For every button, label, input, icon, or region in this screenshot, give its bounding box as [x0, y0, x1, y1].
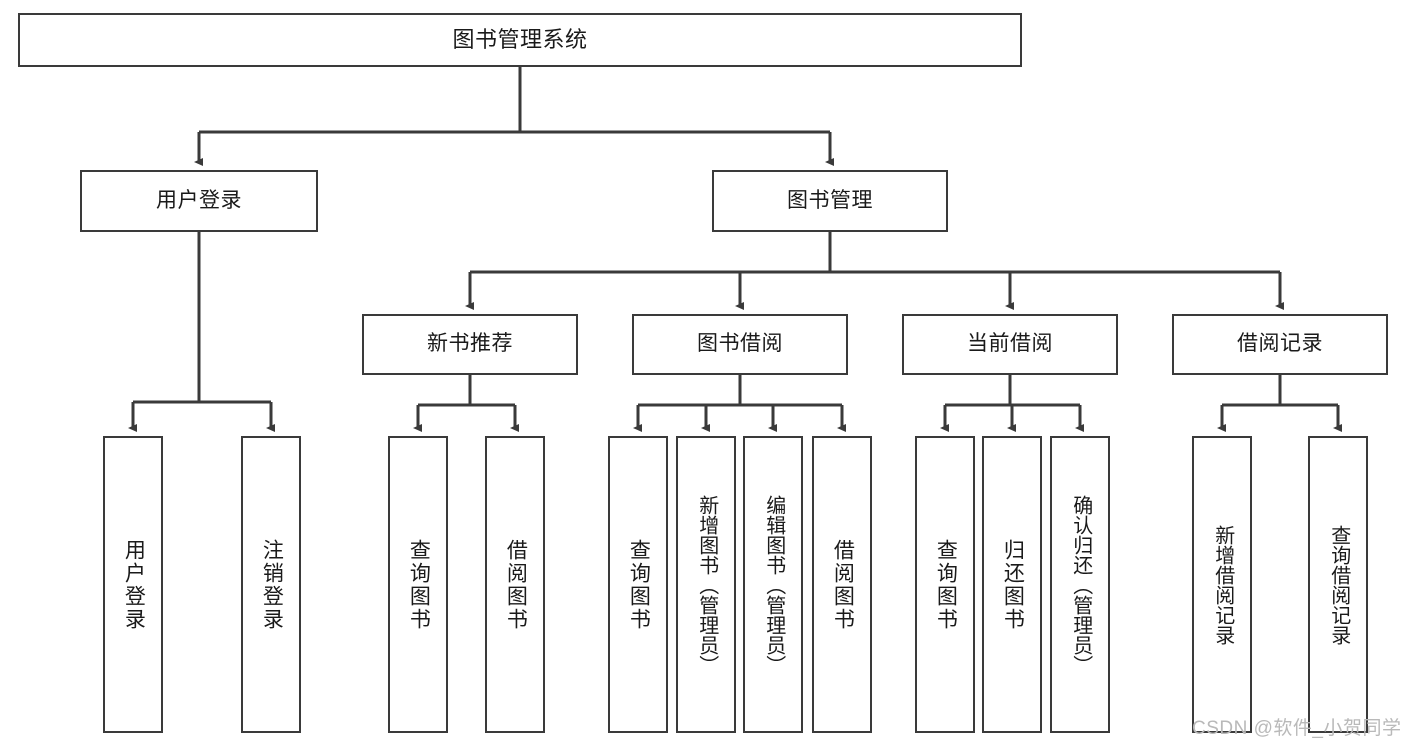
- node-new-book-recommend[interactable]: 新书推荐: [362, 314, 578, 375]
- node-user-login[interactable]: 用户登录: [80, 170, 318, 232]
- leaf-new-book-query[interactable]: 查询图书: [388, 436, 448, 733]
- node-book-management[interactable]: 图书管理: [712, 170, 948, 232]
- leaf-borrow-record-add[interactable]: 新增借阅记录: [1192, 436, 1252, 733]
- leaf-user-login-signout[interactable]: 注销登录: [241, 436, 301, 733]
- leaf-book-borrow-lend[interactable]: 借阅图书: [812, 436, 872, 733]
- leaf-borrow-record-query[interactable]: 查询借阅记录: [1308, 436, 1368, 733]
- node-book-borrow[interactable]: 图书借阅: [632, 314, 848, 375]
- leaf-user-login-signin[interactable]: 用户登录: [103, 436, 163, 733]
- leaf-book-borrow-add[interactable]: 新增图书（管理员）: [676, 436, 736, 733]
- node-borrow-record[interactable]: 借阅记录: [1172, 314, 1388, 375]
- node-current-borrow[interactable]: 当前借阅: [902, 314, 1118, 375]
- node-root-system[interactable]: 图书管理系统: [18, 13, 1022, 67]
- leaf-current-borrow-query[interactable]: 查询图书: [915, 436, 975, 733]
- watermark-credit: CSDN @软件_小贺同学: [1192, 718, 1402, 739]
- leaf-current-borrow-confirm[interactable]: 确认归还（管理员）: [1050, 436, 1110, 733]
- leaf-new-book-borrow[interactable]: 借阅图书: [485, 436, 545, 733]
- leaf-book-borrow-edit[interactable]: 编辑图书（管理员）: [743, 436, 803, 733]
- leaf-book-borrow-query[interactable]: 查询图书: [608, 436, 668, 733]
- leaf-current-borrow-return[interactable]: 归还图书: [982, 436, 1042, 733]
